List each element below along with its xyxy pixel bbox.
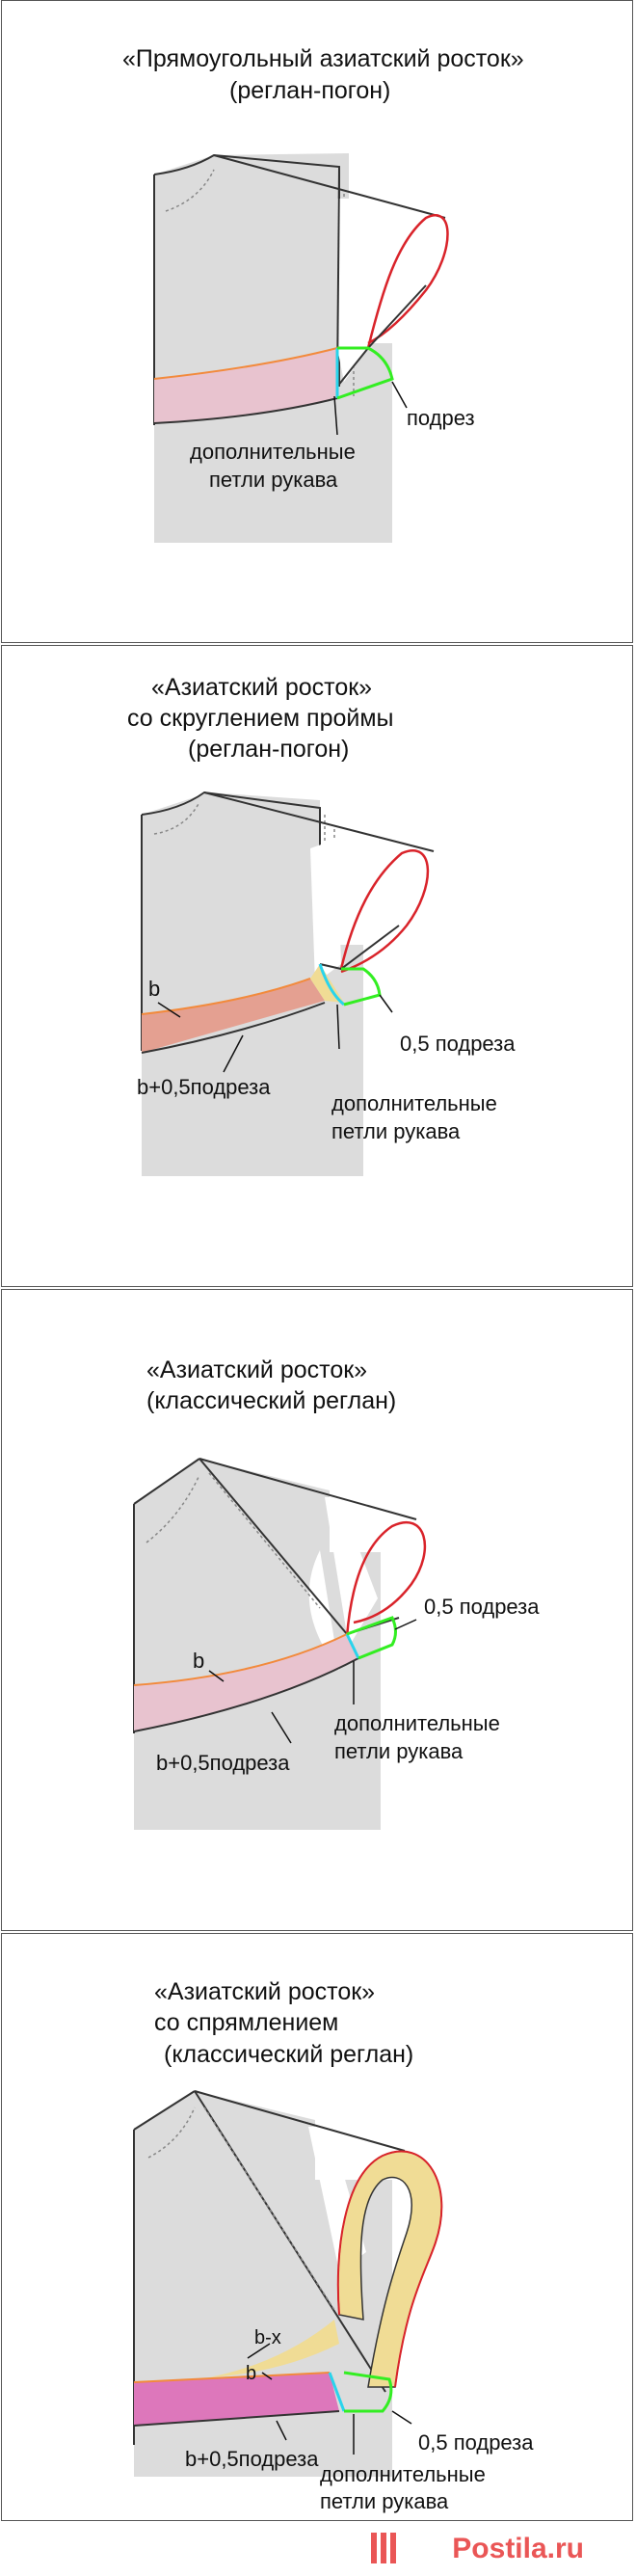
label-b-minus-x: b-x [254,2327,281,2348]
bodice-shape [154,153,392,543]
pattern-diagram [153,153,449,543]
label-extra-loops-line1: дополнительные [334,1711,500,1735]
label-half-podrez: 0,5 подреза [418,2430,534,2455]
postila-logo-icon [371,2533,396,2563]
label-b: b [246,2363,257,2384]
footer: Postila.ru [0,2521,636,2576]
bodice-outline [153,153,340,387]
label-extra-loops-line2: петли рукава [320,2489,449,2513]
pattern-diagram [133,2090,443,2477]
panel-title-line-2: (классический реглан) [146,1387,397,1414]
gusset-green [336,346,394,400]
panel-title-line-1: «Азиатский росток» [154,1978,376,2005]
label-half-podrez: 0,5 подреза [424,1595,540,1619]
label-extra-loops-line1: дополнительные [320,2462,486,2486]
panel-title-line-1: «Прямоугольный азиатский росток» [122,45,524,72]
label-b-plus-half-podrez: b+0,5подреза [185,2447,319,2471]
sleeve-loop-red [366,214,449,349]
panel-title-line-1: «Азиатский росток» [146,1356,368,1383]
panel-title-line-2: со спрямлением [154,2009,339,2036]
pattern-diagram [141,791,435,1176]
label-half-podrez: 0,5 подреза [400,1032,516,1056]
label-extra-loops-line2: петли рукава [334,1739,464,1763]
panel-rectangular-asian-gusset: «Прямоугольный азиатский росток» (реглан… [1,0,633,643]
panel-title-line-2: со скруглением проймы [127,705,394,732]
label-podrez: подрез [407,406,475,430]
underarm-band-pink [154,348,337,423]
postila-logo-text[interactable]: Postila.ru [452,2533,584,2564]
panel-title-line-3: (реглан-погон) [188,736,350,763]
pattern-diagram [133,1458,426,1830]
panel-title-line-3: (классический реглан) [164,2041,414,2068]
panel-title-line-1: «Азиатский росток» [151,674,373,701]
panel-rounded-armhole-gusset: «Азиатский росток» со скруглением проймы… [1,645,633,1287]
label-extra-loops-line2: петли рукава [331,1119,461,1143]
panel-straightened-gusset: «Азиатский росток» со спрямлением (класс… [1,1933,633,2521]
panel-title-line-2: (реглан-погон) [229,77,391,104]
label-b: b [193,1649,205,1673]
label-b: b [148,977,161,1001]
label-b-plus-half-podrez: b+0,5подреза [137,1075,271,1099]
panel-classic-raglan-gusset: «Азиатский росток» (классический реглан)… [1,1289,633,1931]
label-extra-loops-line1: дополнительные [331,1091,497,1115]
label-extra-loops-line2: петли рукава [209,468,338,492]
label-extra-loops-line1: дополнительные [190,440,356,464]
label-b-plus-half-podrez: b+0,5подреза [156,1751,290,1775]
